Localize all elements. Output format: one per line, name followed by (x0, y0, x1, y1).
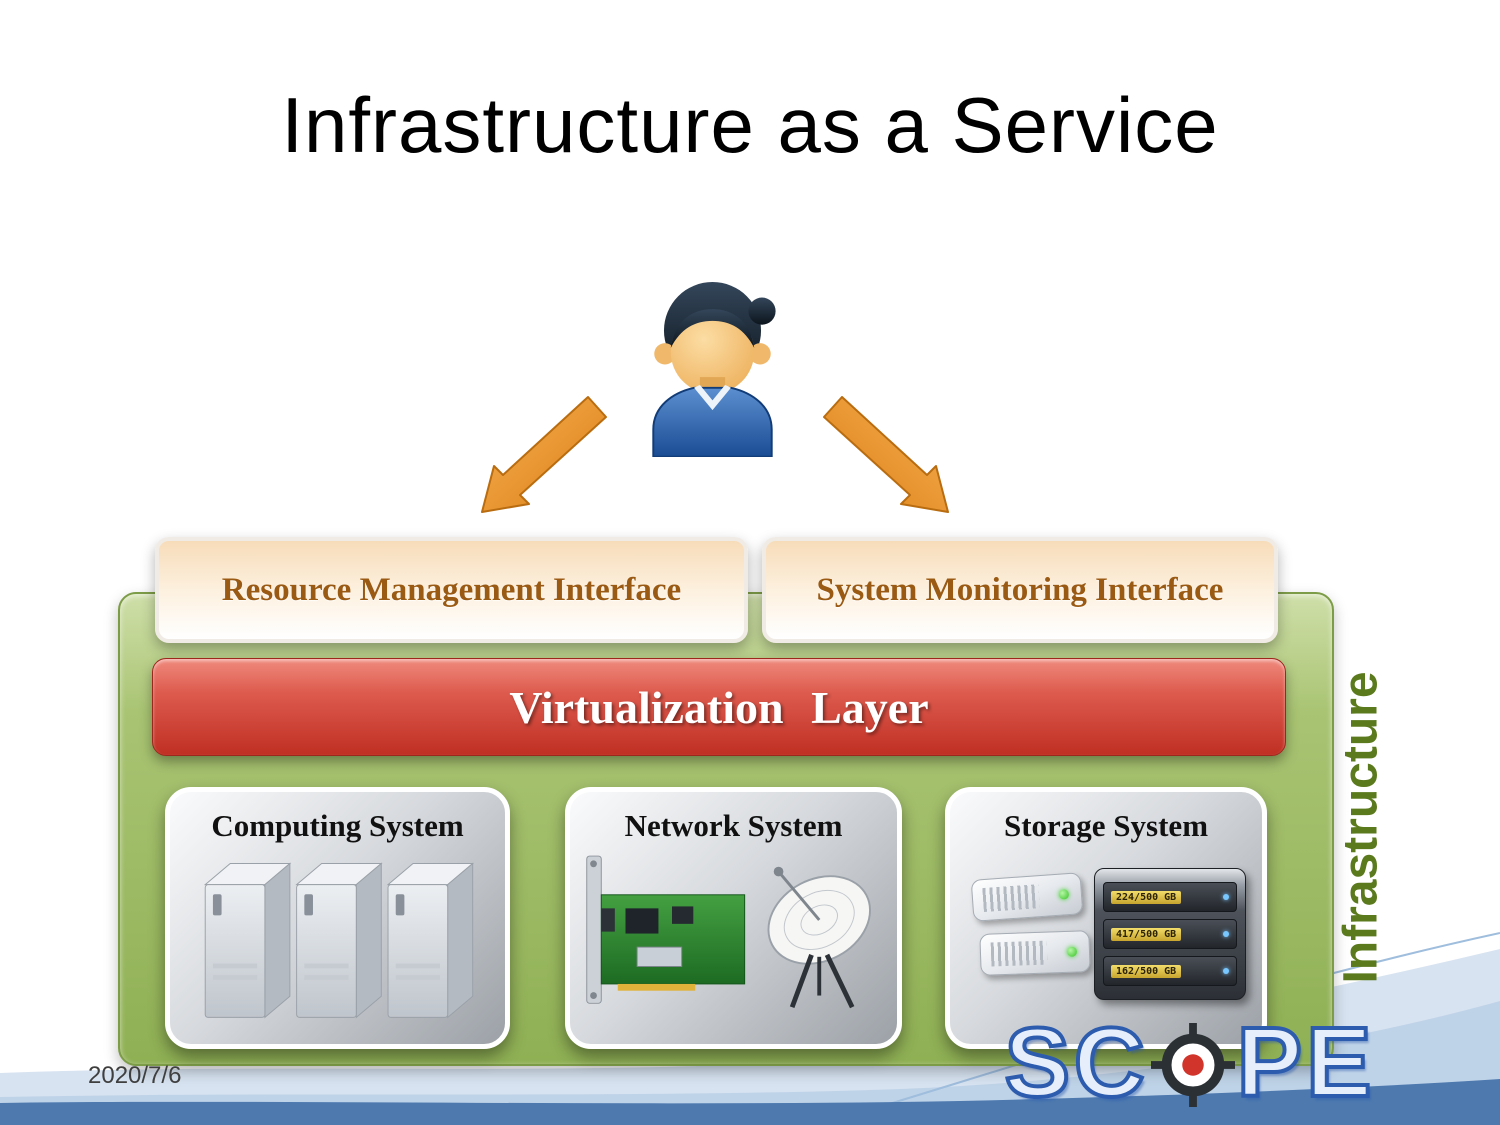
arrow-down-right-icon (808, 392, 978, 527)
infrastructure-side-label-text: Infrastructure (1334, 670, 1388, 984)
system-monitoring-interface-label: System Monitoring Interface (816, 571, 1224, 608)
drive-vents (990, 940, 1048, 967)
scope-logo-text-sc: SC (1003, 1007, 1149, 1117)
slide-title: Infrastructure as a Service (281, 81, 1219, 169)
network-card-icon (585, 855, 871, 1009)
virtualization-layer-banner: Virtualization Layer (152, 658, 1286, 756)
disk-drive-icon (979, 930, 1091, 976)
rack-led-icon (1223, 968, 1229, 974)
resource-management-interface-box: Resource Management Interface (155, 537, 748, 643)
infrastructure-side-label: Infrastructure (1322, 598, 1400, 1056)
scope-target-icon (1150, 1023, 1235, 1107)
scope-logo: SC PE (955, 1004, 1425, 1120)
person-graphic (652, 282, 776, 458)
virtualization-layer-label: Virtualization Layer (509, 681, 929, 733)
rack-capacity-label: 162/500 GB (1111, 964, 1182, 978)
pci-card-graphic (585, 855, 745, 1004)
rack-led-icon (1223, 931, 1229, 937)
server-towers-icon (203, 862, 474, 1019)
storage-system-title: Storage System (1003, 808, 1209, 843)
system-monitoring-interface-box: System Monitoring Interface (762, 537, 1278, 643)
satellite-dish-graphic (767, 866, 871, 1009)
slide-date: 2020/7/6 (88, 1062, 182, 1089)
drive-led-icon (1066, 946, 1078, 957)
network-system-box: Network System (565, 787, 902, 1049)
person-icon (630, 272, 795, 458)
scope-logo-text-pe: PE (1235, 1007, 1376, 1117)
rack-unit: 162/500 GB (1103, 956, 1237, 986)
storage-rack-icon: 224/500 GB 417/500 GB 162/500 GB (1094, 868, 1246, 1000)
rack-led-icon (1223, 894, 1229, 900)
rack-capacity-label: 417/500 GB (1111, 927, 1182, 941)
network-system-title: Network System (624, 808, 843, 843)
rack-capacity-label: 224/500 GB (1111, 890, 1182, 904)
resource-management-interface-label: Resource Management Interface (221, 571, 682, 608)
drive-vents (982, 884, 1040, 913)
drive-led-icon (1058, 889, 1070, 900)
rack-unit: 417/500 GB (1103, 919, 1237, 949)
computing-system-box: Computing System (165, 787, 510, 1049)
disk-drive-icon (970, 872, 1084, 922)
rack-unit: 224/500 GB (1103, 882, 1237, 912)
computing-system-title: Computing System (211, 808, 464, 843)
arrow-down-left-icon (452, 392, 622, 527)
